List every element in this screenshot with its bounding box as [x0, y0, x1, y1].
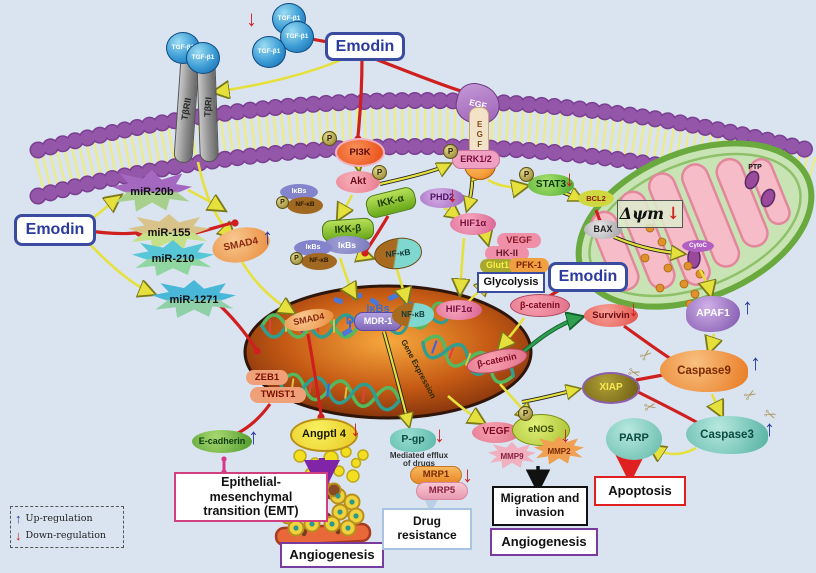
ptp-label: PTP	[748, 164, 762, 172]
apaf1-protein: APAF1	[686, 296, 740, 332]
hkii-gene: HK-II	[485, 246, 529, 261]
e-cadherin-protein: E-cadherin	[192, 430, 252, 453]
zeb1-gene: ZEB1	[246, 370, 288, 385]
xiap-protein: XIAP	[582, 372, 640, 404]
pi3k-protein: PI3K	[335, 138, 385, 167]
glycolysis-box: Glycolysis	[477, 272, 545, 293]
erk12-protein: ERK1/2	[452, 150, 500, 169]
migration-invasion-box: Migration and invasion	[492, 486, 588, 526]
delta-psi-down-arrow: ↓	[666, 203, 681, 224]
angptl4-protein: Angptl 4	[290, 418, 358, 452]
ikbs-protein: IκBs	[294, 240, 332, 256]
angiogenesis-box-left: Angiogenesis	[280, 542, 384, 568]
caspase9-up-arrow: ↑	[750, 350, 761, 375]
phd2-down-arrow: ↓	[447, 182, 458, 207]
legend-down-label: Down-regulation	[25, 530, 107, 541]
drug-resistance-box: Drug resistance	[382, 508, 472, 550]
nfkb-protein: NF-κB	[301, 253, 337, 270]
bax-protein: BAX	[584, 220, 622, 239]
legend-up-label: Up-regulation	[25, 513, 93, 524]
angptl4-down-arrow: ↓	[350, 416, 361, 441]
phospho-badge: P	[519, 167, 534, 182]
tgfb1-ligand: TGF-β1	[186, 42, 220, 74]
phospho-badge: P	[290, 252, 303, 265]
efflux-note-line1: Mediated efflux	[389, 450, 449, 460]
survivin-down-arrow: ↓	[628, 296, 639, 321]
hif1a-protein: HIF1α	[450, 213, 496, 235]
down-arrow-icon: ↓	[15, 528, 22, 543]
legend-box: ↑ Up-regulation ↓ Down-regulation	[10, 506, 124, 548]
smad4-up-arrow: ↑	[262, 224, 273, 249]
bcl2-protein: BCL2	[578, 190, 614, 207]
emodin-box-top: Emodin	[325, 32, 405, 61]
phospho-badge: P	[372, 165, 387, 180]
phospho-badge: P	[322, 131, 337, 146]
stat3-protein: STAT3	[528, 174, 574, 196]
pgp-protein: P-gp	[390, 428, 436, 452]
survivin-protein: Survivin	[584, 304, 638, 327]
apoptosis-box: Apoptosis	[594, 476, 686, 506]
legend-up-row: ↑ Up-regulation	[15, 512, 119, 525]
delta-psi-box: Δψm↓	[617, 200, 683, 228]
tgfb1-ligand: TGF-β1	[280, 21, 314, 53]
hif1a-nuclear: HIF1α	[436, 300, 482, 320]
cytoc-protein: CytoC	[682, 240, 714, 252]
e-cadherin-up-arrow: ↑	[248, 424, 259, 449]
stat3-down-arrow: ↓	[564, 166, 575, 191]
vegf-gene: VEGF	[497, 233, 541, 248]
up-arrow-icon: ↑	[15, 511, 22, 526]
twist1-gene: TWIST1	[250, 387, 306, 403]
pfk1-gene: PFK-1	[509, 258, 549, 273]
pgp-down-arrow: ↓	[434, 422, 445, 447]
caspase3-protein: Caspase3	[686, 416, 768, 454]
tgfb1-down-arrow: ↓	[246, 6, 257, 31]
phospho-badge: P	[276, 196, 289, 209]
efflux-note-line2: of drugs	[403, 459, 435, 468]
b-catenin-protein: β-catenin	[510, 294, 570, 317]
mrp-down-arrow: ↓	[462, 462, 473, 487]
efflux-note: Mediated efflux of drugs	[376, 450, 462, 470]
caspase9-protein: Caspase9	[660, 350, 748, 392]
legend-down-row: ↓ Down-regulation	[15, 529, 119, 542]
phospho-badge: P	[443, 144, 458, 159]
tgfb1-ligand: TGF-β1	[252, 36, 286, 68]
emodin-box-left: Emodin	[14, 214, 96, 246]
apaf1-up-arrow: ↑	[742, 294, 753, 319]
nfkb-nuclear: NF-κB	[392, 303, 434, 327]
phospho-badge: P	[518, 406, 533, 421]
ikb-degradation-line1: IκBs	[366, 303, 390, 316]
angiogenesis-box-right: Angiogenesis	[490, 528, 598, 556]
caspase3-up-arrow: ↑	[764, 416, 775, 441]
tbr2-label: TβRII	[179, 97, 194, 121]
ptp-channel-icons	[687, 170, 776, 269]
glut1-gene: Glut1	[480, 259, 515, 273]
ikbs-protein: IκBs	[280, 184, 318, 200]
nfkb-protein: NF-κB	[287, 197, 323, 214]
enos-down-arrow: ↓	[560, 422, 571, 447]
vegf-protein: VEGF	[472, 422, 520, 443]
tbr1-label: TβRI	[201, 96, 214, 118]
emodin-box-mid: Emodin	[548, 262, 628, 292]
emt-box: Epithelial-mesenchymal transition (EMT)	[174, 472, 328, 522]
akt-protein: Akt	[336, 171, 380, 193]
delta-psi-label: Δψm	[619, 203, 665, 223]
mrp5-protein: MRP5	[416, 482, 468, 500]
parp-protein: PARP	[606, 418, 662, 460]
